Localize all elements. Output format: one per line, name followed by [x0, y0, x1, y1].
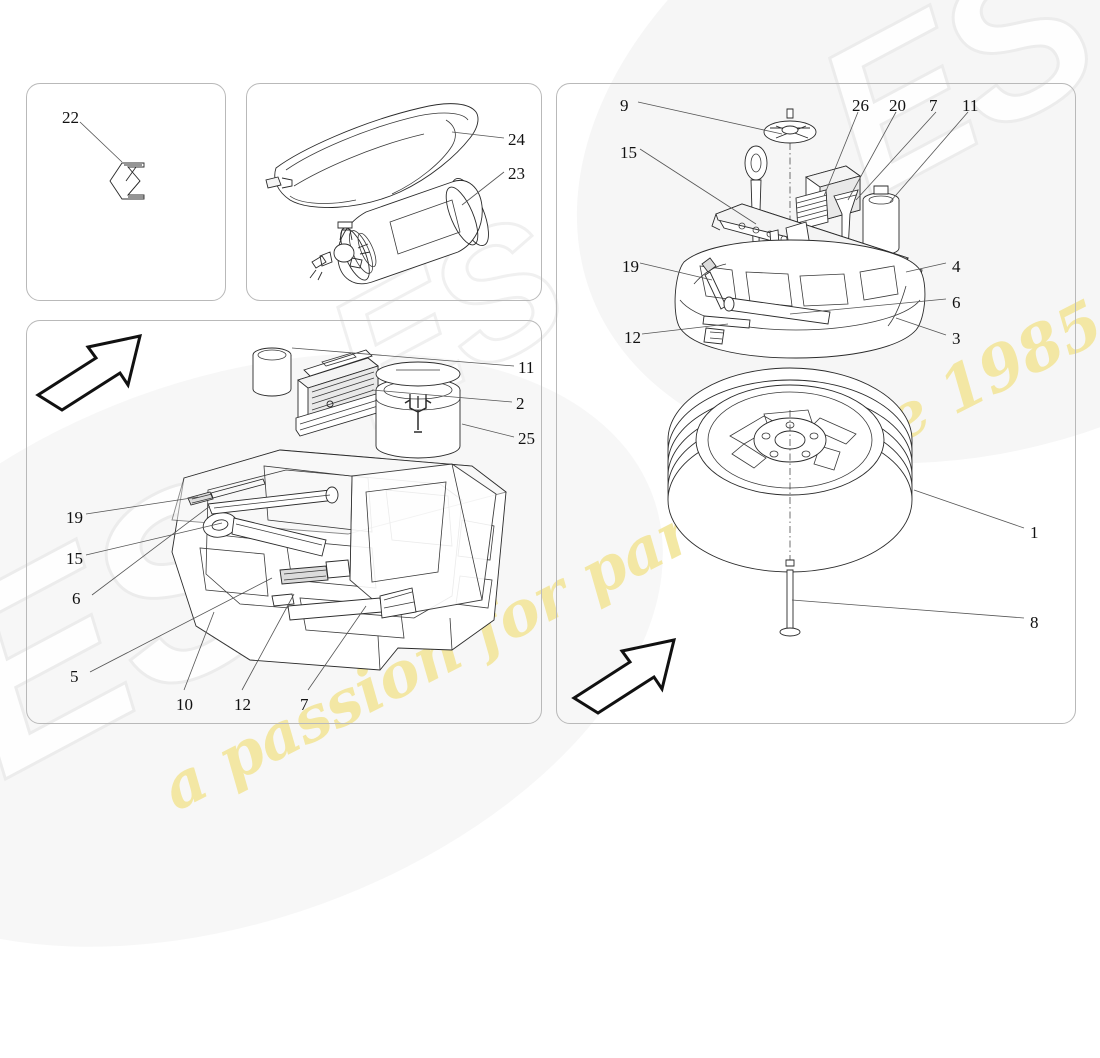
callout-15-wheel-wrench: 15 — [620, 143, 637, 162]
callout-5-tray: 5 — [70, 667, 79, 686]
callout-7-jack-handle: 7 — [929, 96, 938, 115]
callout-6-extension-bar: 6 — [952, 293, 961, 312]
callout-26-sealant-kit: 26 — [852, 96, 869, 115]
callout-11-socket-cap: 11 — [518, 358, 535, 377]
callout-4-jack: 4 — [952, 257, 961, 276]
technical-drawing — [35, 101, 1025, 715]
callout-8-center-bolt: 8 — [1030, 613, 1039, 632]
callout-19-screwdriver: 19 — [622, 257, 639, 276]
part-24-tool-bag — [265, 103, 479, 208]
callout-2-compressor: 2 — [516, 394, 525, 413]
callout-11-sealant-bottle: 11 — [962, 96, 979, 115]
part-2-compressor — [295, 349, 381, 437]
part-25-branded-pouch — [375, 361, 461, 459]
part-5-10-tool-tray — [171, 449, 508, 671]
callout-23-canister: 23 — [508, 164, 525, 183]
callout-20-funnel: 20 — [889, 96, 906, 115]
callout-3-foam-tray: 3 — [952, 329, 961, 348]
direction-arrow-tray — [35, 334, 143, 412]
callout-22-hook-rod: 22 — [62, 108, 79, 127]
part-22-hook-rod — [79, 121, 145, 200]
callout-10-tray-base: 10 — [176, 695, 193, 714]
callout-12-bracket: 12 — [234, 695, 251, 714]
part-11-socket-cap — [252, 347, 292, 397]
callout-7-jack-handle: 7 — [300, 695, 309, 714]
callout-12-bracket: 12 — [624, 328, 641, 347]
callout-1-spare-wheel: 1 — [1030, 523, 1039, 542]
callout-15-wheel-wrench: 15 — [66, 549, 83, 568]
callout-6-extension-bar: 6 — [72, 589, 81, 608]
callout-25-branded-pouch: 25 — [518, 429, 535, 448]
callout-19-screwdriver: 19 — [66, 508, 83, 527]
callout-9-retaining-knob: 9 — [620, 96, 629, 115]
direction-arrow-wheel — [571, 638, 677, 715]
callout-24-tool-bag: 24 — [508, 130, 525, 149]
